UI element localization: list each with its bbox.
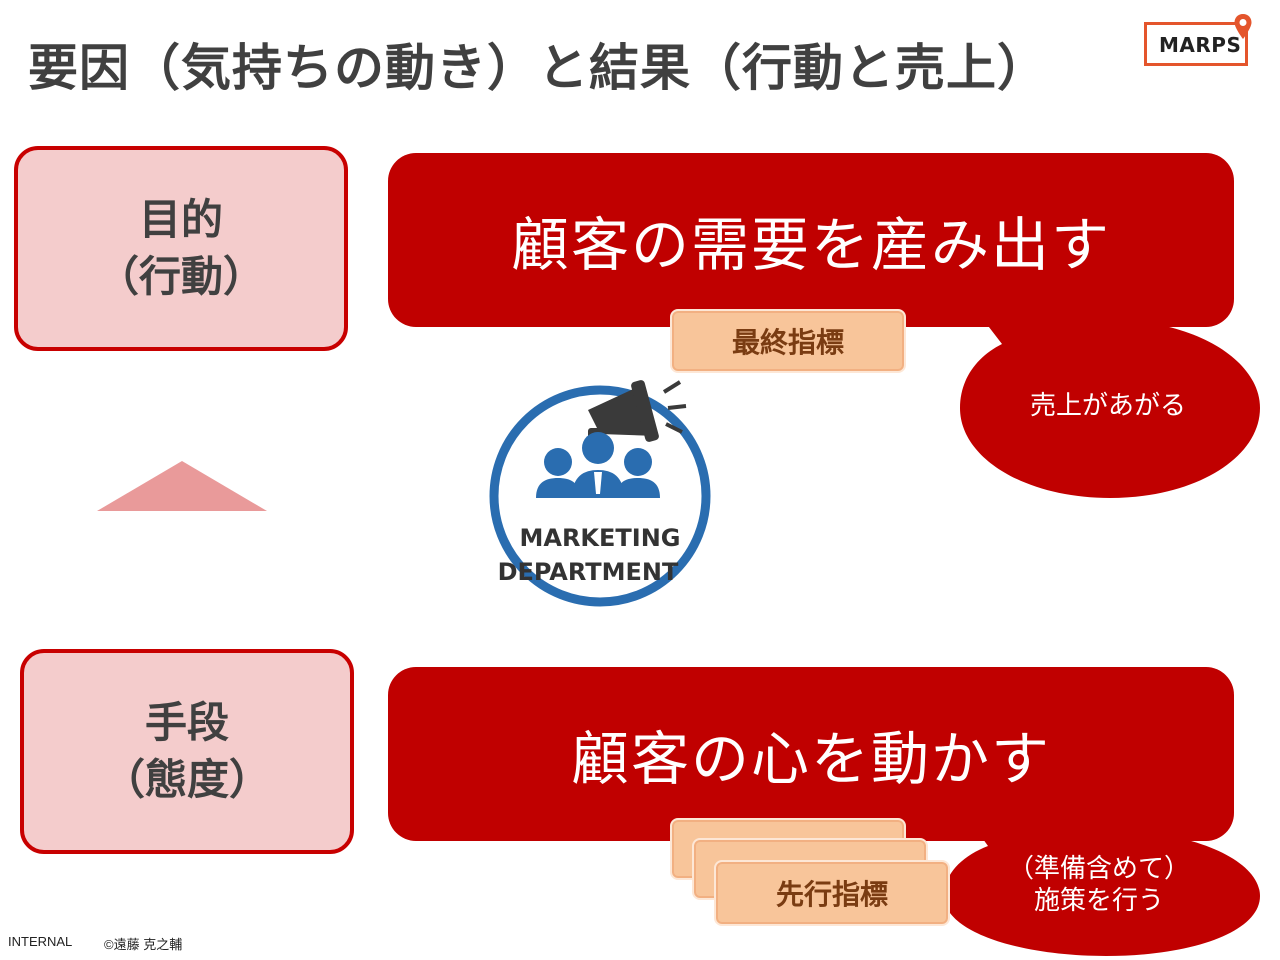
people-icon	[536, 432, 660, 498]
speech-bubble-bottom	[944, 804, 1260, 956]
purpose-label: 目的	[138, 194, 223, 244]
marketing-department-badge: MARKETING DEPARTMENT	[488, 370, 712, 614]
footer-label: INTERNAL	[8, 934, 73, 949]
sales-bubble: 売上があがる	[1029, 390, 1186, 421]
speech-bubble-top	[960, 292, 1260, 498]
marps-logo: MARPS	[1144, 14, 1252, 66]
demand-panel: 顧客の需要を産み出す	[388, 153, 1234, 327]
purpose-sublabel: （行動）	[96, 251, 265, 301]
means-box: 手段 （態度）	[20, 649, 354, 854]
logo-text: MARPS	[1159, 33, 1242, 57]
leading-indicator-tag: 先行指標	[714, 860, 950, 926]
means-label: 手段	[144, 697, 229, 747]
action-bubble: （準備含めて） 施策を行う	[942, 832, 1256, 938]
location-pin-icon	[1234, 14, 1252, 39]
up-arrow-icon	[97, 461, 267, 511]
action-bubble-line2: 施策を行う	[1033, 886, 1164, 916]
marketing-department-icon: MARKETING DEPARTMENT	[489, 380, 711, 607]
badge-line2: DEPARTMENT	[498, 558, 679, 586]
footer-copyright: ©遠藤 克之輔	[104, 937, 183, 952]
final-indicator-tag: 最終指標	[670, 309, 906, 373]
action-bubble-line1: （準備含めて）	[1007, 853, 1190, 884]
slide-title: 要因（気持ちの動き）と結果（行動と売上）	[28, 39, 1048, 97]
badge-line1: MARKETING	[519, 524, 680, 552]
purpose-box: 目的 （行動）	[14, 146, 348, 351]
heart-panel: 顧客の心を動かす	[388, 667, 1234, 841]
means-sublabel: （態度）	[102, 754, 271, 804]
